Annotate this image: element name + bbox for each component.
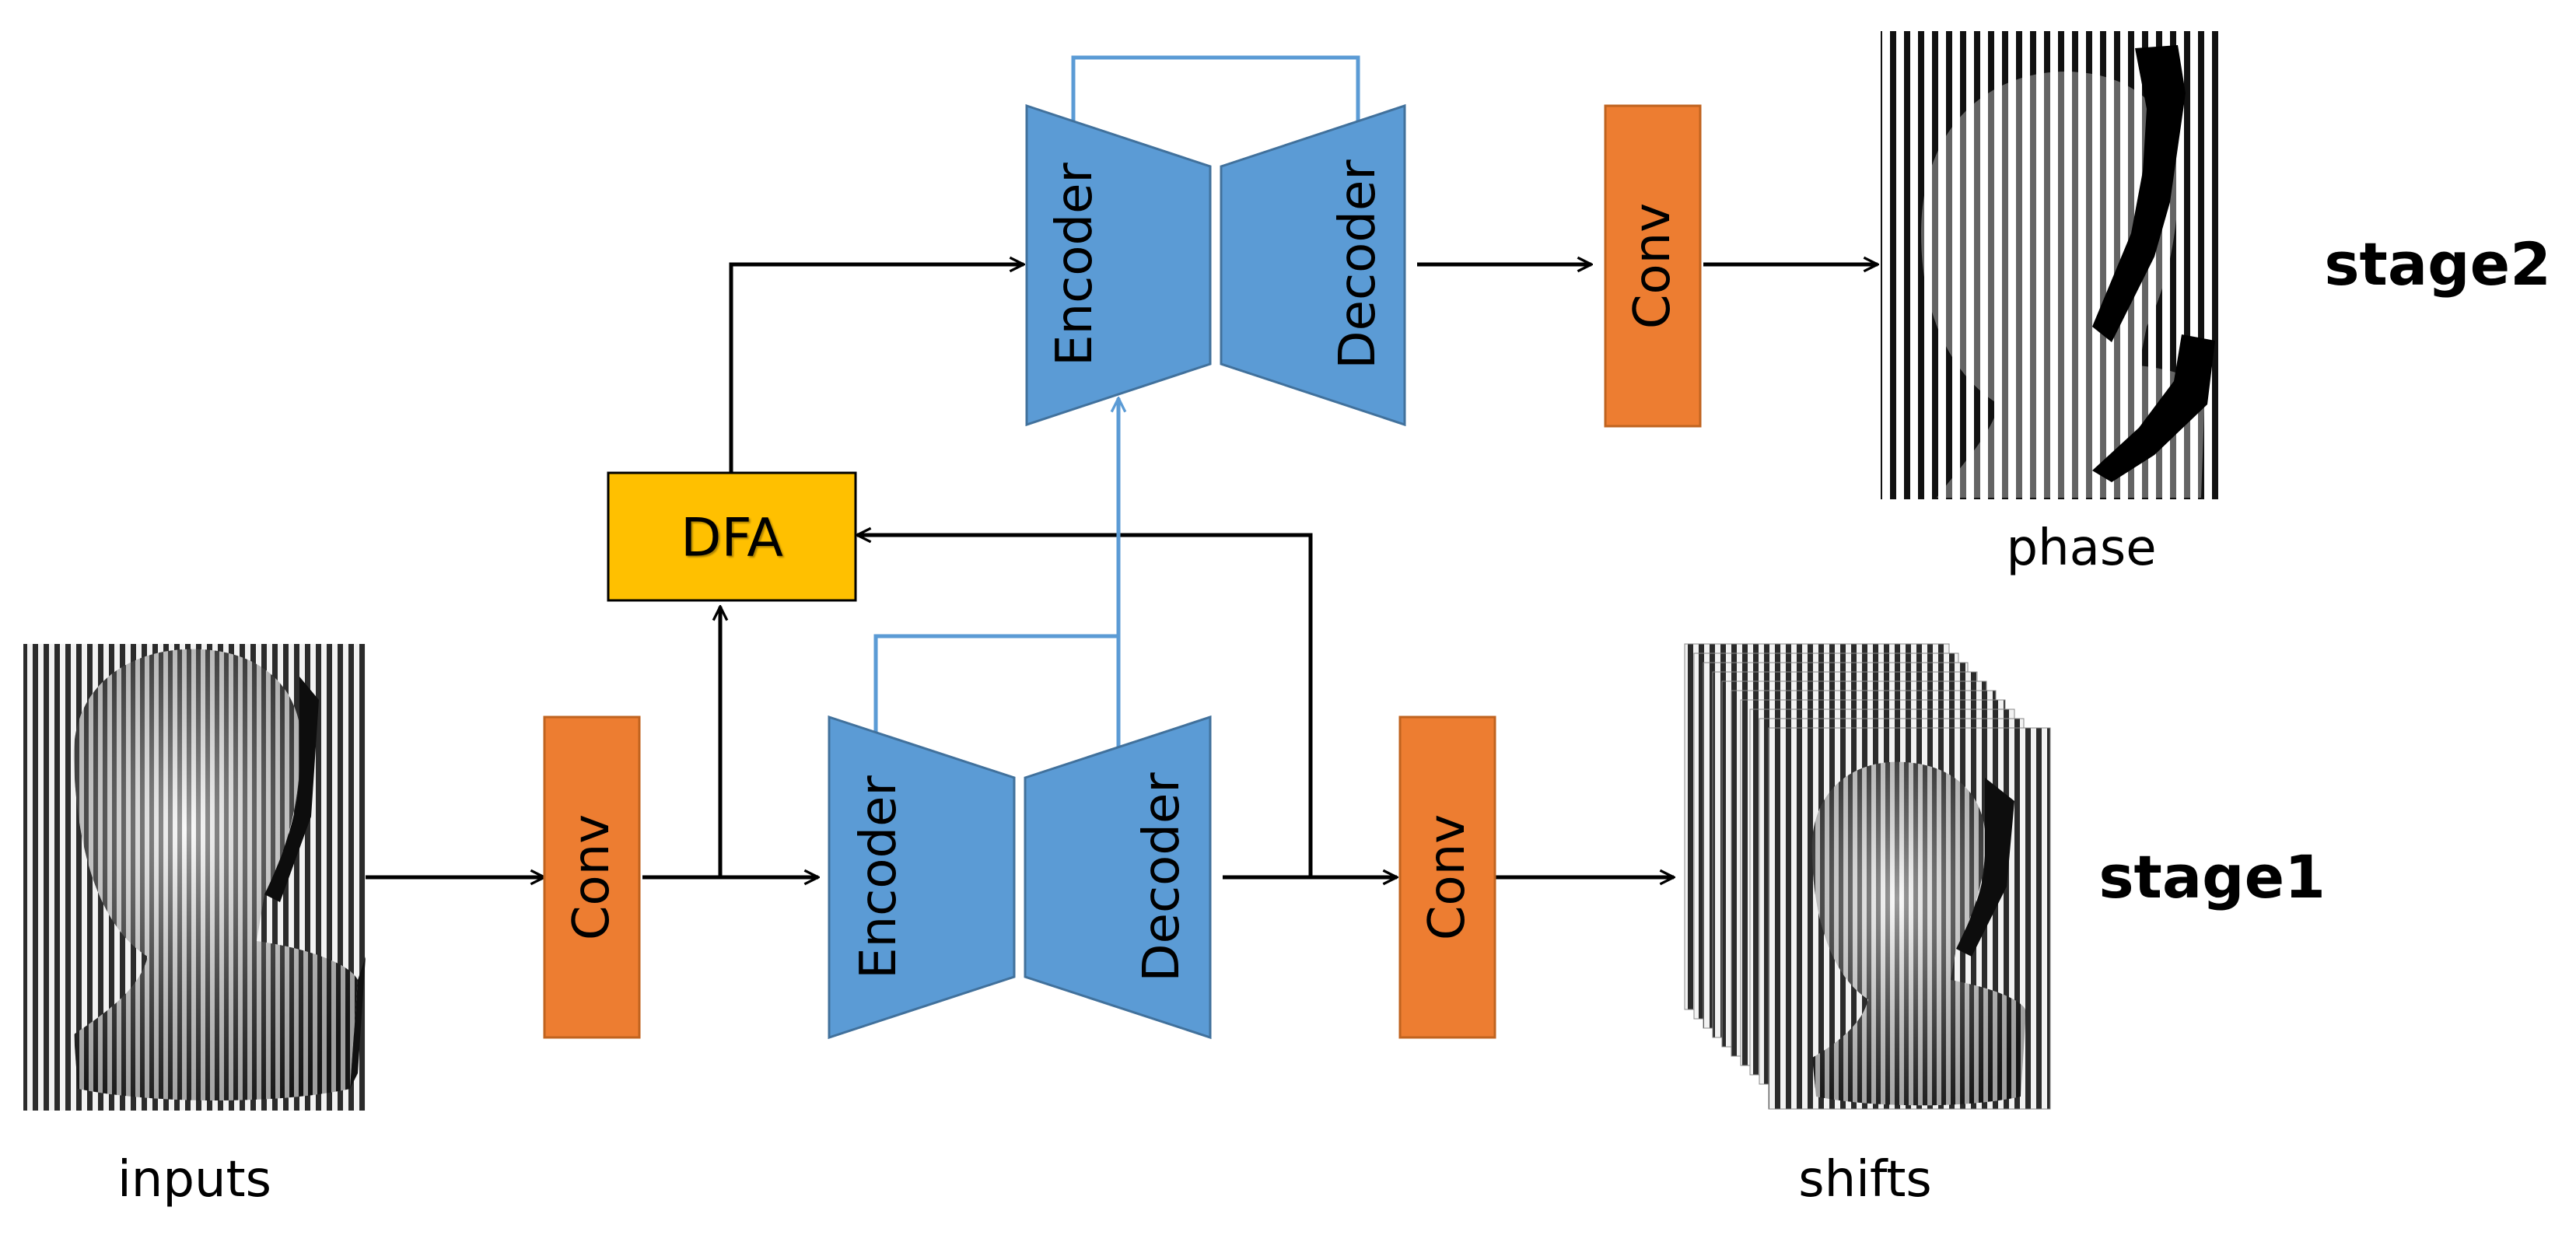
skip-stage1: [873, 634, 1121, 747]
conv-stage2-block: Conv: [1604, 104, 1702, 428]
dfa-block: DFA: [607, 471, 857, 602]
encoder2-block: Encoder: [1025, 103, 1212, 427]
decoder1-label: Decoder: [1133, 772, 1191, 982]
conv-stage2-label: Conv: [1624, 203, 1682, 329]
shifts-label: shifts: [1798, 1151, 1932, 1209]
stage1-label: stage1: [2098, 842, 2326, 911]
encoder2-label: Encoder: [1046, 162, 1104, 366]
arrow-dfa-to-encoder2: [729, 264, 1024, 473]
shifts-image-stack: [1684, 643, 2051, 1110]
arrows: [366, 264, 1878, 877]
arrow-decoder1-to-dfa: [857, 535, 1313, 877]
stage2-label: stage2: [2324, 229, 2551, 299]
decoder1-block: Decoder: [1024, 715, 1212, 1040]
conv-input-block: Conv: [543, 715, 641, 1039]
decoder2-label: Decoder: [1329, 159, 1387, 369]
skip-connections: [873, 55, 1360, 747]
inputs-label: inputs: [117, 1151, 271, 1209]
decoder2-block: Decoder: [1220, 103, 1406, 427]
dfa-label: DFA: [681, 508, 783, 569]
encoder1-label: Encoder: [850, 775, 908, 978]
phase-label: phase: [2006, 520, 2156, 577]
skip-stage2: [1071, 55, 1360, 123]
encoder1-block: Encoder: [828, 715, 1016, 1040]
conv-stage1-block: Conv: [1398, 715, 1496, 1039]
conv-input-label: Conv: [563, 814, 621, 940]
phase-image: [1881, 31, 2223, 499]
conv-stage1-label: Conv: [1419, 814, 1476, 940]
inputs-image: [23, 644, 366, 1111]
